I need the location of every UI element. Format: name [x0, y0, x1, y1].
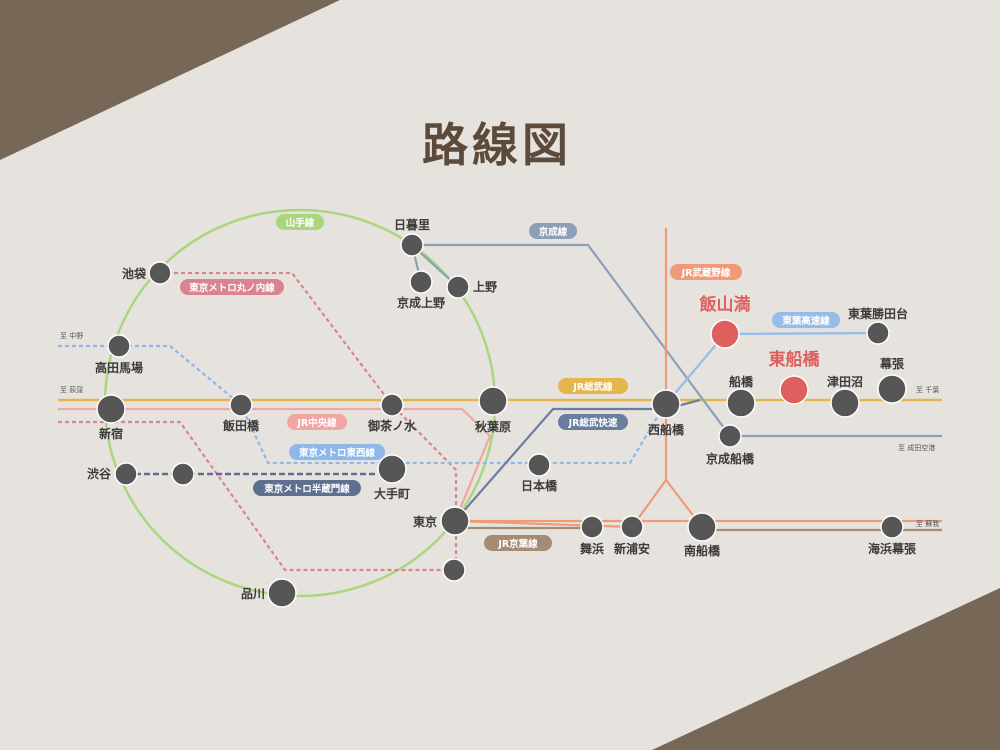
hanzomon-line-label: 東京メトロ半蔵門線 — [253, 480, 361, 496]
sobu-rapid-line-path — [454, 398, 701, 522]
svg-text:JR総武線: JR総武線 — [572, 381, 613, 393]
corner-decoration-bottom-right — [652, 588, 1000, 750]
svg-text:舞浜: 舞浜 — [579, 541, 604, 556]
station-iidabashi: 飯田橋 — [222, 393, 260, 433]
station-minami-funabashi: 南船橋 — [684, 512, 721, 558]
yamanote-line-label: 山手線 — [276, 214, 324, 230]
station-tokyo-keiyo — [442, 558, 466, 582]
svg-text:JR京葉線: JR京葉線 — [497, 538, 538, 550]
svg-text:品川: 品川 — [241, 587, 265, 601]
svg-text:東葉勝田台: 東葉勝田台 — [848, 306, 908, 321]
tozai-line-label: 東京メトロ東西線 — [289, 444, 385, 460]
direction-nakano-label: 至 中野 — [60, 331, 83, 340]
station-shinjuku: 新宿 — [96, 394, 126, 441]
page-title: 路線図 — [422, 118, 572, 172]
chuo-line-label: JR中央線 — [287, 414, 347, 430]
svg-text:海浜幕張: 海浜幕張 — [868, 541, 917, 556]
station-nihombashi: 日本橋 — [521, 453, 558, 493]
svg-text:幕張: 幕張 — [879, 356, 905, 371]
station-tsudanuma: 津田沼 — [827, 374, 863, 418]
keiyo-line-label: JR京葉線 — [484, 535, 552, 551]
svg-text:京成線: 京成線 — [539, 226, 568, 238]
station-ueno: 上野 — [446, 275, 497, 299]
direction-chiba-label: 至 千葉 — [916, 385, 939, 394]
svg-text:渋谷: 渋谷 — [87, 466, 112, 481]
keisei-line-label: 京成線 — [529, 223, 577, 239]
svg-text:東京メトロ丸ノ内線: 東京メトロ丸ノ内線 — [188, 282, 275, 294]
marunouchi-line-label: 東京メトロ丸ノ内線 — [180, 279, 284, 295]
station-nippori: 日暮里 — [394, 217, 430, 257]
svg-text:東船橋: 東船橋 — [769, 349, 821, 370]
svg-text:飯田橋: 飯田橋 — [222, 418, 260, 433]
station-keisei-ueno: 京成上野 — [397, 270, 445, 310]
svg-text:日本橋: 日本橋 — [521, 478, 558, 493]
station-kaihin-makuhari: 海浜幕張 — [868, 515, 917, 556]
station-akihabara: 秋葉原 — [475, 386, 511, 434]
svg-text:JR総武快速: JR総武快速 — [568, 417, 618, 429]
station-makuhari: 幕張 — [877, 356, 907, 404]
station-shinagawa: 品川 — [241, 578, 297, 608]
svg-text:日暮里: 日暮里 — [394, 217, 430, 232]
svg-text:秋葉原: 秋葉原 — [475, 419, 511, 434]
svg-text:高田馬場: 高田馬場 — [95, 360, 143, 375]
svg-text:大手町: 大手町 — [374, 486, 410, 501]
toyo-line-label: 東葉高速線 — [772, 312, 840, 328]
station-keisei-funabashi: 京成船橋 — [706, 424, 755, 466]
station-shin-urayasu: 新浦安 — [614, 515, 650, 556]
svg-text:南船橋: 南船橋 — [684, 543, 721, 558]
station-funabashi: 船橋 — [726, 374, 756, 418]
svg-text:飯山満: 飯山満 — [699, 294, 751, 315]
corner-decoration-top-left — [0, 0, 340, 160]
svg-text:東京メトロ半蔵門線: 東京メトロ半蔵門線 — [263, 483, 350, 495]
sobu-rapid-line-label: JR総武快速 — [558, 414, 628, 430]
station-ochanomizu: 御茶ノ水 — [367, 393, 417, 433]
station-tokyo: 東京 — [413, 506, 470, 536]
svg-text:JR武蔵野線: JR武蔵野線 — [681, 267, 731, 279]
station-iiyamamitsu-highlight: 飯山満 — [699, 294, 751, 349]
svg-text:上野: 上野 — [473, 279, 497, 294]
tozai-line-path — [58, 344, 666, 465]
station-ikebukuro: 池袋 — [122, 261, 172, 285]
direction-ogikubo-label: 至 荻窪 — [60, 385, 83, 394]
station-maihama: 舞浜 — [579, 515, 604, 556]
station-otemachi: 大手町 — [374, 454, 410, 501]
svg-text:東京メトロ東西線: 東京メトロ東西線 — [298, 447, 376, 459]
svg-text:池袋: 池袋 — [122, 266, 147, 281]
station-shibuya: 渋谷 — [87, 462, 195, 486]
chuo-line-path — [58, 407, 492, 522]
svg-text:新浦安: 新浦安 — [614, 541, 650, 556]
station-toyo-katsutadai: 東葉勝田台 — [848, 306, 908, 345]
direction-narita-label: 至 成田空港 — [898, 443, 935, 452]
svg-text:東京: 東京 — [413, 514, 437, 529]
svg-text:西船橋: 西船橋 — [648, 422, 685, 437]
station-takadanobaba: 高田馬場 — [95, 334, 143, 375]
svg-text:東葉高速線: 東葉高速線 — [781, 315, 830, 327]
station-nishi-funabashi: 西船橋 — [648, 389, 685, 437]
sobu-line-label: JR総武線 — [558, 378, 628, 394]
svg-text:御茶ノ水: 御茶ノ水 — [367, 418, 417, 433]
svg-text:JR中央線: JR中央線 — [296, 417, 337, 429]
direction-soga-label: 至 蘇我 — [916, 519, 939, 528]
station-higashi-funabashi-highlight: 東船橋 — [769, 349, 821, 405]
svg-text:京成上野: 京成上野 — [397, 295, 445, 310]
svg-text:津田沼: 津田沼 — [827, 374, 863, 389]
svg-text:新宿: 新宿 — [99, 426, 123, 441]
svg-text:船橋: 船橋 — [729, 374, 754, 389]
svg-text:山手線: 山手線 — [286, 217, 315, 229]
svg-text:京成船橋: 京成船橋 — [706, 451, 755, 466]
musashino-line-label: JR武蔵野線 — [670, 264, 742, 280]
